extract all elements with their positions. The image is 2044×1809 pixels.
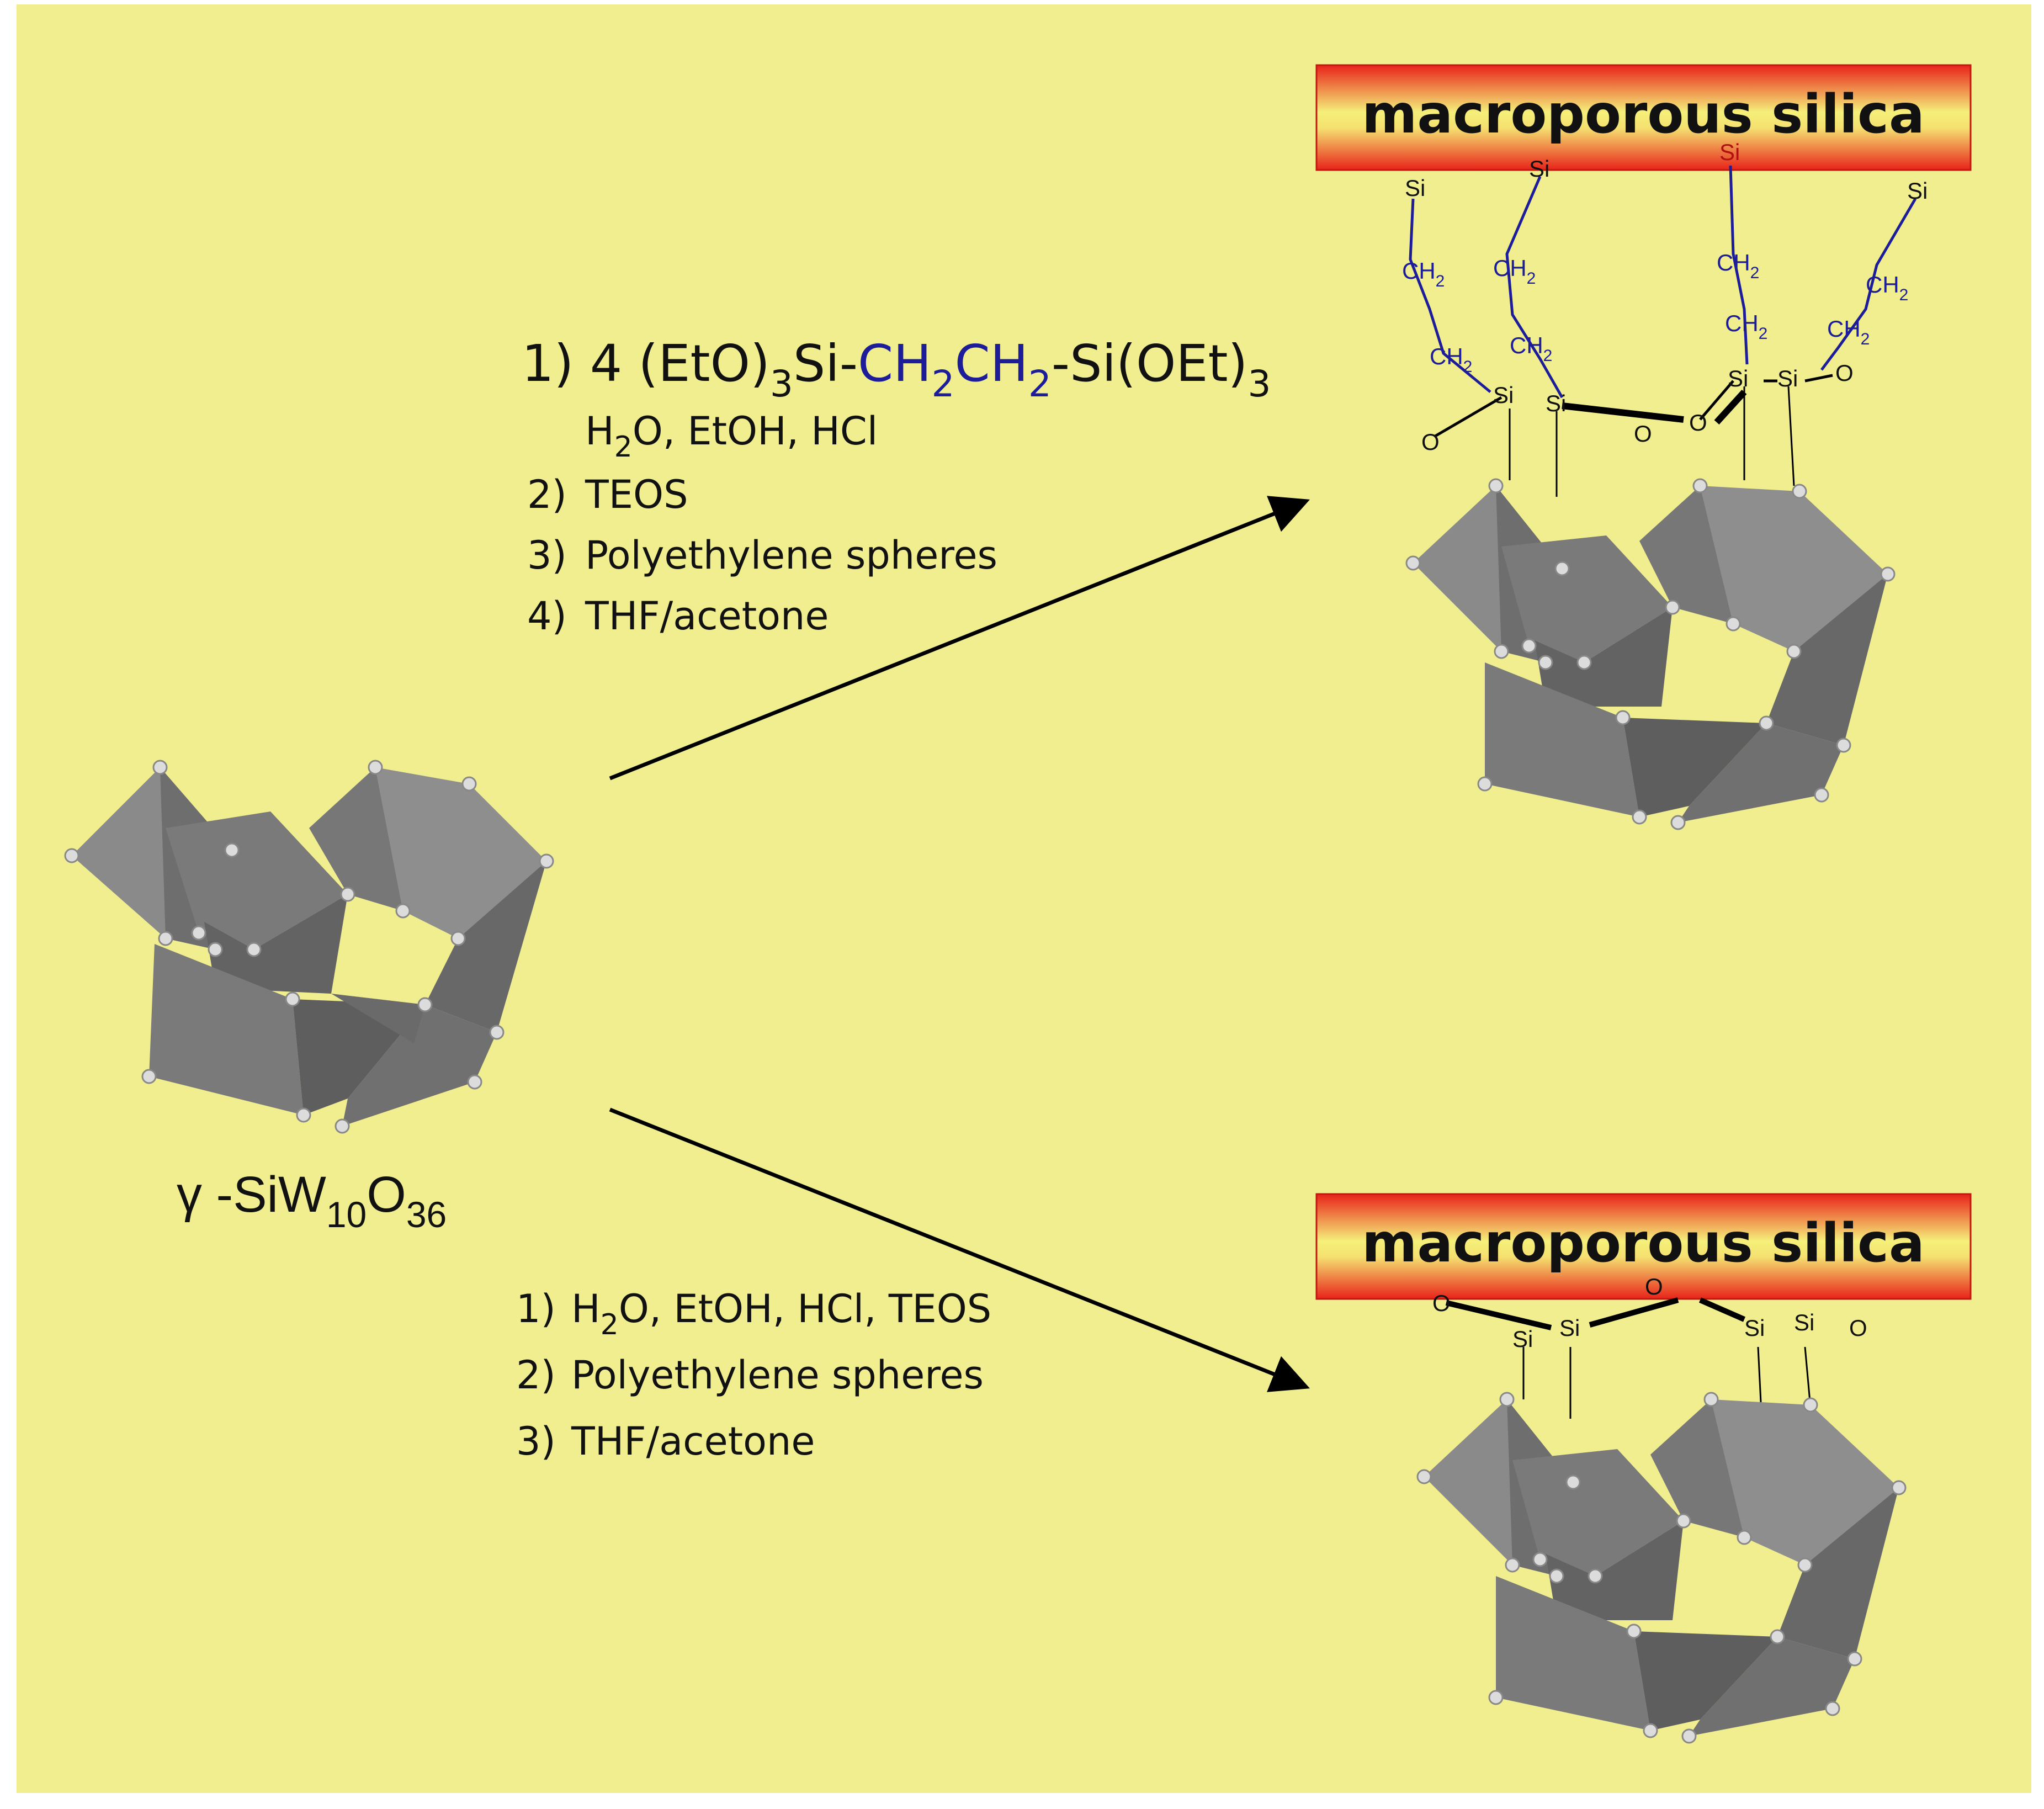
upper-reaction-conditions: 1) 4 (EtO)3Si-CH2CH2-Si(OEt)3 H2O, EtOH,… <box>522 334 1271 639</box>
lower-step-2: 2)Polyethylene spheres <box>516 1352 984 1398</box>
lower-silica-label: macroporous silica <box>1362 1212 1924 1274</box>
upper-siloxane-cage <box>1434 374 1833 497</box>
svg-text:O: O <box>1421 429 1440 455</box>
lower-siloxane-cage <box>1445 1297 1812 1419</box>
lower-step-1: 1)H2O, EtOH, HCl, TEOS <box>516 1286 991 1341</box>
upper-silica-label: macroporous silica <box>1362 83 1924 145</box>
svg-text:Si: Si <box>1512 1326 1533 1352</box>
svg-text:CH2: CH2 <box>1827 316 1870 348</box>
svg-text:Si: Si <box>1529 156 1549 182</box>
svg-text:O: O <box>1432 1290 1451 1316</box>
lower-step-3: 3)THF/acetone <box>516 1419 815 1464</box>
lower-silica-banner <box>1315 1193 1972 1300</box>
upper-step-1: 1) 4 (EtO)3Si-CH2CH2-Si(OEt)3 <box>522 334 1271 405</box>
svg-text:Si: Si <box>1794 1309 1814 1335</box>
svg-text:Si: Si <box>1728 365 1748 391</box>
upper-step-3: 3)Polyethylene spheres <box>527 533 997 578</box>
upper-cage-labels: Si Si Si Si O O O O <box>1421 360 1854 455</box>
svg-text:Si: Si <box>1907 178 1928 204</box>
linker-labels: Si Si Si Si CH2 CH2 CH2 CH2 CH2 CH2 CH2 … <box>1402 139 1928 376</box>
upper-step-4: 4)THF/acetone <box>527 593 829 639</box>
svg-text:Si: Si <box>1777 365 1798 391</box>
svg-text:O: O <box>1645 1274 1663 1299</box>
lower-reaction-conditions: 1)H2O, EtOH, HCl, TEOS 2)Polyethylene sp… <box>516 1286 991 1464</box>
svg-text:CH2: CH2 <box>1866 272 1908 304</box>
svg-text:O: O <box>1689 410 1707 436</box>
svg-text:Si: Si <box>1405 175 1425 201</box>
svg-text:O: O <box>1849 1315 1867 1341</box>
upper-silica-banner <box>1315 64 1972 171</box>
svg-text:CH2: CH2 <box>1402 258 1445 290</box>
upper-step-1-conditions: H2O, EtOH, HCl <box>585 409 878 464</box>
svg-text:Si: Si <box>1493 382 1514 408</box>
ethylene-linkers <box>1409 165 1917 399</box>
polyoxometalate-structure-upper <box>1405 478 1896 830</box>
svg-text:Si: Si <box>1559 1315 1580 1341</box>
lower-reaction-arrow <box>609 1107 1310 1392</box>
lower-product: macroporous silica O Si Si O Si Si O <box>1315 1193 1972 1744</box>
upper-step-2: 2)TEOS <box>527 472 688 517</box>
upper-reaction-arrow <box>609 496 1310 781</box>
svg-text:O: O <box>1634 421 1652 447</box>
polyoxometalate-structure-start <box>64 760 554 1134</box>
svg-text:CH2: CH2 <box>1430 343 1472 376</box>
svg-text:CH2: CH2 <box>1493 255 1536 288</box>
svg-text:Si: Si <box>1546 390 1566 416</box>
polyoxometalate-structure-lower <box>1416 1392 1907 1744</box>
svg-text:CH2: CH2 <box>1717 250 1759 282</box>
svg-text:O: O <box>1835 360 1854 386</box>
compound-label: γ -SiW10O36 <box>177 1166 447 1235</box>
svg-text:Si: Si <box>1744 1315 1765 1341</box>
upper-product: macroporous silica Si Si Si Si CH2 CH2 C… <box>1315 64 1972 830</box>
svg-text:Si: Si <box>1719 139 1740 165</box>
svg-text:CH2: CH2 <box>1725 310 1767 343</box>
lower-cage-labels: O Si Si O Si Si O <box>1432 1274 1867 1352</box>
svg-text:CH2: CH2 <box>1510 332 1552 365</box>
